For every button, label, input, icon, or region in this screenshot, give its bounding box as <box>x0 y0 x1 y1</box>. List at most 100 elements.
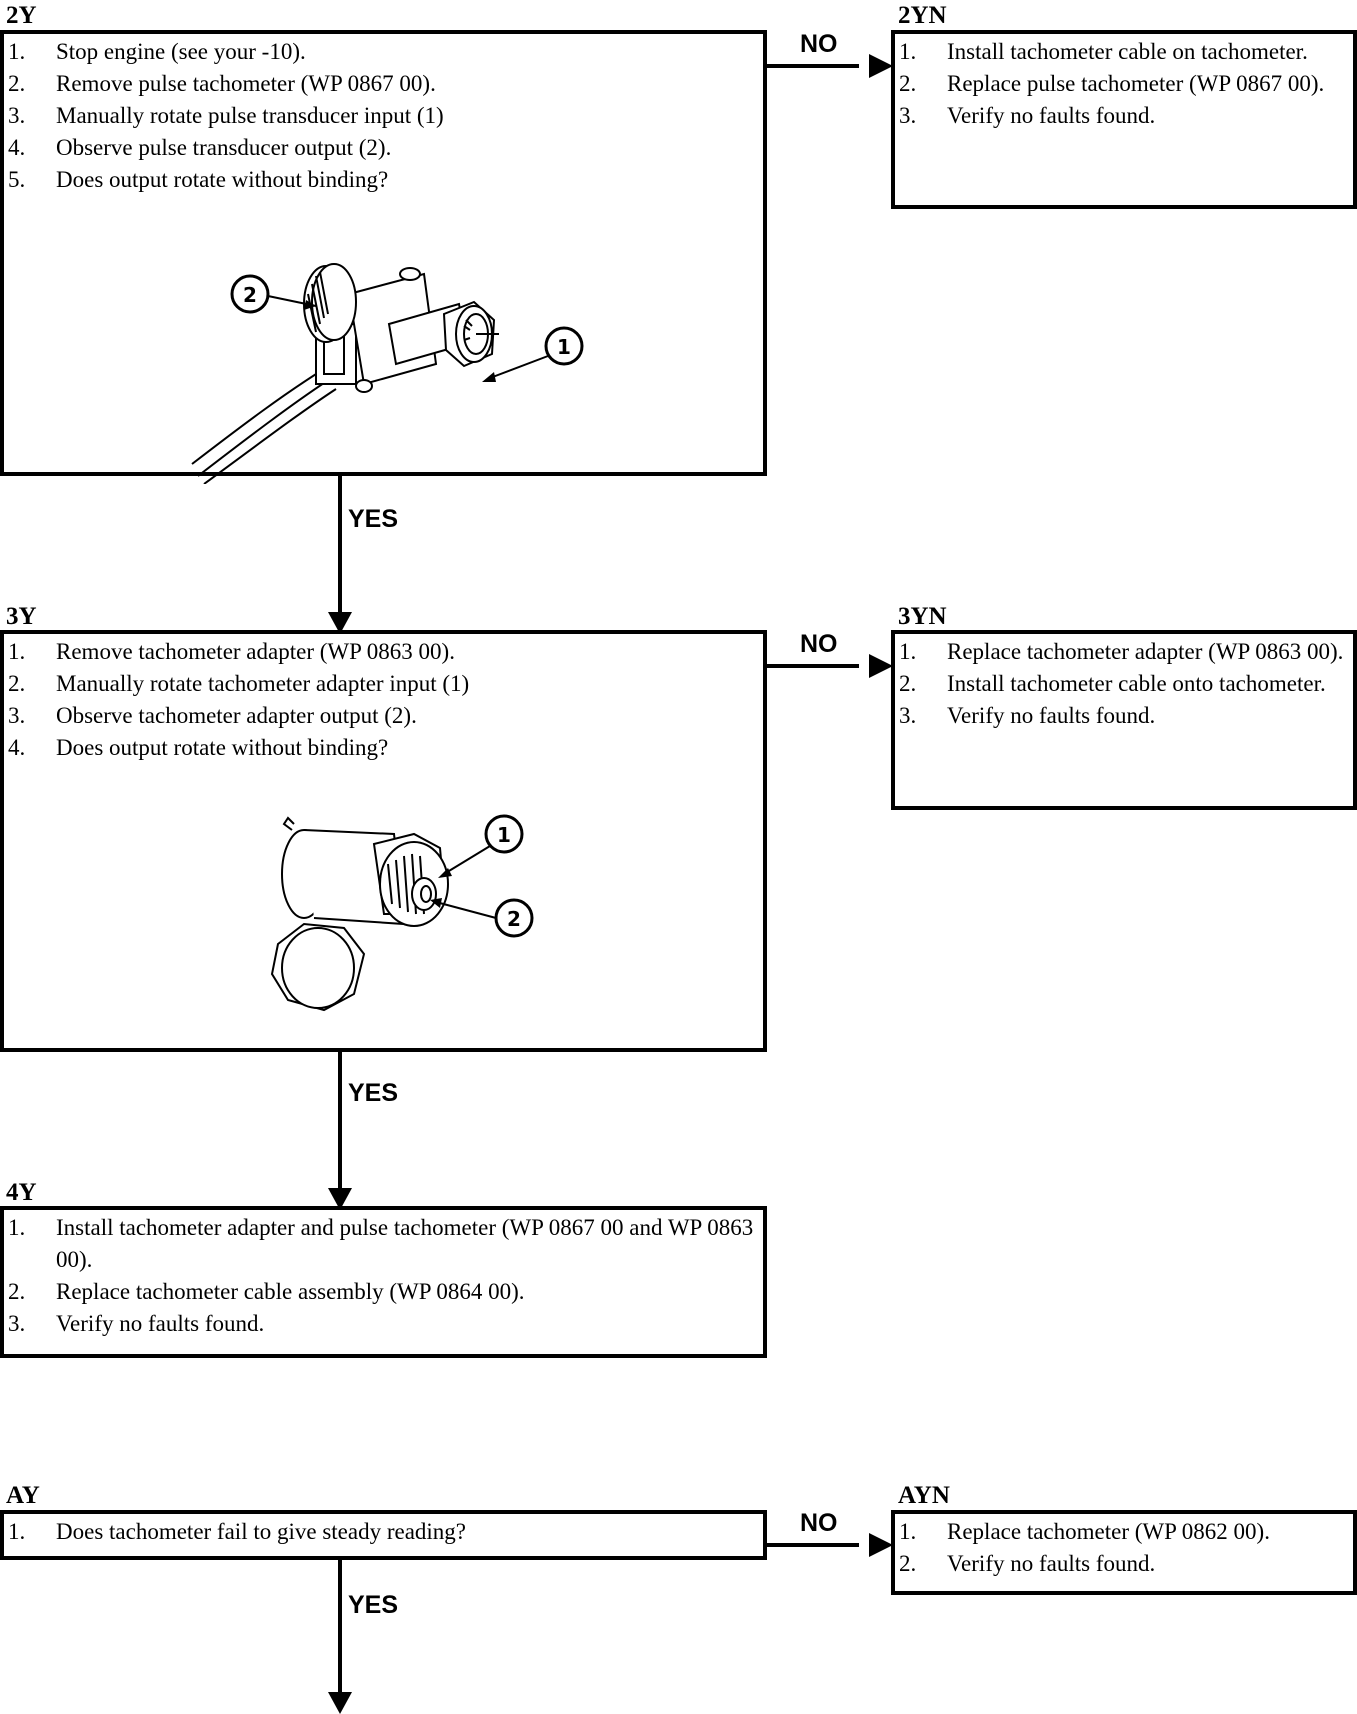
list-item: 3.Manually rotate pulse transducer input… <box>8 100 763 132</box>
list-item: 1. Install tachometer cable on tachometer… <box>899 36 1353 68</box>
list-item: 3. Verify no faults found. <box>8 1308 763 1340</box>
yes-arrowhead-3y <box>328 1188 352 1210</box>
no-connector-2y <box>767 64 859 68</box>
item-text: Install tachometer adapter and pulse tac… <box>56 1215 754 1272</box>
item-number: 5. <box>8 167 26 192</box>
item-number: 4. <box>8 135 26 160</box>
item-number: 1. <box>899 639 917 664</box>
no-connector-3y <box>767 664 859 668</box>
item-number: 3. <box>8 703 26 728</box>
item-text: Replace pulse tachometer (WP 0867 00). <box>947 71 1325 96</box>
list-item: 2.Manually rotate tachometer adapter inp… <box>8 668 763 700</box>
step-list-2yn: 1. Install tachometer cable on tachometer… <box>895 34 1353 132</box>
list-item: 3. Verify no faults found. <box>899 100 1353 132</box>
step-box-3y: 1. Remove tachometer adapter (WP 0863 00)… <box>0 630 767 1052</box>
no-label-3y: NO <box>800 630 838 658</box>
yes-label-3y: YES <box>348 1079 399 1107</box>
list-item: 5.Does output rotate without binding? <box>8 164 763 196</box>
item-text: Install tachometer cable on tachometer. <box>947 39 1308 64</box>
list-item: 2. Verify no faults found. <box>899 1548 1353 1580</box>
step-list-3y: 1. Remove tachometer adapter (WP 0863 00)… <box>4 634 763 764</box>
no-arrowhead-ay <box>869 1533 893 1557</box>
step-box-ay: 1. Does tachometer fail to give steady re… <box>0 1510 767 1560</box>
step-box-3yn: 1. Replace tachometer adapter (WP 0863 00… <box>891 630 1357 810</box>
item-text: Replace tachometer cable assembly (WP 08… <box>56 1279 525 1304</box>
callout-1-3y: 1 <box>497 823 511 847</box>
yes-connector-ay <box>338 1560 342 1694</box>
item-number: 2. <box>8 671 26 696</box>
item-text: Manually rotate pulse transducer input (… <box>56 103 444 128</box>
step-label-ay: AY <box>6 1482 40 1509</box>
yes-connector-3y <box>338 1052 342 1192</box>
no-label-2y: NO <box>800 30 838 58</box>
item-number: 1. <box>899 1519 917 1544</box>
item-text: Verify no faults found. <box>947 703 1156 728</box>
step-box-4y: 1. Install tachometer adapter and pulse t… <box>0 1206 767 1358</box>
item-text: Remove pulse tachometer (WP 0867 00). <box>56 71 436 96</box>
step-label-2y: 2Y <box>6 2 37 29</box>
item-text: Observe tachometer adapter output (2). <box>56 703 417 728</box>
step-box-2y: 1. Stop engine (see your -10). 2. Remove pu… <box>0 30 767 484</box>
item-number: 1. <box>8 1215 26 1240</box>
list-item: 1. Does tachometer fail to give steady re… <box>8 1516 763 1548</box>
list-item: 1. Install tachometer adapter and pulse t… <box>8 1212 763 1276</box>
item-number: 3. <box>8 1311 26 1336</box>
callout-2-3y: 2 <box>507 907 521 931</box>
list-item: 1. Remove tachometer adapter (WP 0863 00)… <box>8 636 763 668</box>
step-list-3yn: 1. Replace tachometer adapter (WP 0863 00… <box>895 634 1353 732</box>
item-text: Verify no faults found. <box>947 1551 1156 1576</box>
no-label-ay: NO <box>800 1509 838 1537</box>
item-text: Replace tachometer adapter (WP 0863 00). <box>947 639 1344 664</box>
list-item: 2. Remove pulse tachometer (WP 0867 00). <box>8 68 763 100</box>
item-number: 4. <box>8 735 26 760</box>
step-list-2y: 1. Stop engine (see your -10). 2. Remove pu… <box>4 34 763 196</box>
item-text: Replace tachometer (WP 0862 00). <box>947 1519 1270 1544</box>
list-item: 2.Install tachometer cable onto tachomet… <box>899 668 1353 700</box>
step-label-4y: 4Y <box>6 1179 37 1206</box>
list-item: 2.Replace tachometer cable assembly (WP … <box>8 1276 763 1308</box>
list-item: 1. Replace tachometer (WP 0862 00). <box>899 1516 1353 1548</box>
item-text: Stop engine (see your -10). <box>56 39 306 64</box>
item-number: 2. <box>899 671 917 696</box>
item-number: 2. <box>8 71 26 96</box>
list-item: 2. Replace pulse tachometer (WP 0867 00). <box>899 68 1353 100</box>
step-box-ayn: 1. Replace tachometer (WP 0862 00). 2. Veri… <box>891 1510 1357 1595</box>
no-connector-ay <box>767 1543 859 1547</box>
step-box-2yn: 1. Install tachometer cable on tachometer… <box>891 30 1357 209</box>
yes-arrowhead-ay <box>328 1692 352 1714</box>
no-arrowhead-2y <box>869 54 893 78</box>
pulse-transducer-illustration: 2 1 <box>191 263 584 484</box>
item-text: Remove tachometer adapter (WP 0863 00). <box>56 639 455 664</box>
yes-arrowhead-2y <box>328 612 352 634</box>
step-label-3yn: 3YN <box>898 603 947 630</box>
list-item: 1. Replace tachometer adapter (WP 0863 00… <box>899 636 1353 668</box>
item-text: Observe pulse transducer output (2). <box>56 135 392 160</box>
item-text: Verify no faults found. <box>56 1311 265 1336</box>
list-item: 3. Observe tachometer adapter output (2). <box>8 700 763 732</box>
no-arrowhead-3y <box>869 654 893 678</box>
step-label-2yn: 2YN <box>898 2 947 29</box>
step-list-ay: 1. Does tachometer fail to give steady re… <box>4 1514 763 1548</box>
yes-label-2y: YES <box>348 505 399 533</box>
item-number: 1. <box>899 39 917 64</box>
item-number: 3. <box>899 103 917 128</box>
item-text: Verify no faults found. <box>947 103 1156 128</box>
item-number: 1. <box>8 39 26 64</box>
item-number: 2. <box>899 71 917 96</box>
list-item: 1. Stop engine (see your -10). <box>8 36 763 68</box>
step-label-ayn: AYN <box>898 1482 950 1509</box>
item-number: 1. <box>8 1519 26 1544</box>
step-list-ayn: 1. Replace tachometer (WP 0862 00). 2. Veri… <box>895 1514 1353 1580</box>
item-number: 1. <box>8 639 26 664</box>
yes-connector-2y <box>338 476 342 616</box>
step-label-3y: 3Y <box>6 603 37 630</box>
tachometer-adapter-illustration: 1 2 <box>270 814 534 1012</box>
item-text: Does output rotate without binding? <box>56 735 389 760</box>
list-item: 4. Observe pulse transducer output (2). <box>8 132 763 164</box>
yes-label-ay: YES <box>348 1591 399 1619</box>
item-number: 2. <box>899 1551 917 1576</box>
item-text: Does tachometer fail to give steady read… <box>56 1519 467 1544</box>
callout-2-2y: 2 <box>243 283 257 307</box>
step-list-4y: 1. Install tachometer adapter and pulse t… <box>4 1210 763 1340</box>
list-item: 4. Does output rotate without binding? <box>8 732 763 764</box>
